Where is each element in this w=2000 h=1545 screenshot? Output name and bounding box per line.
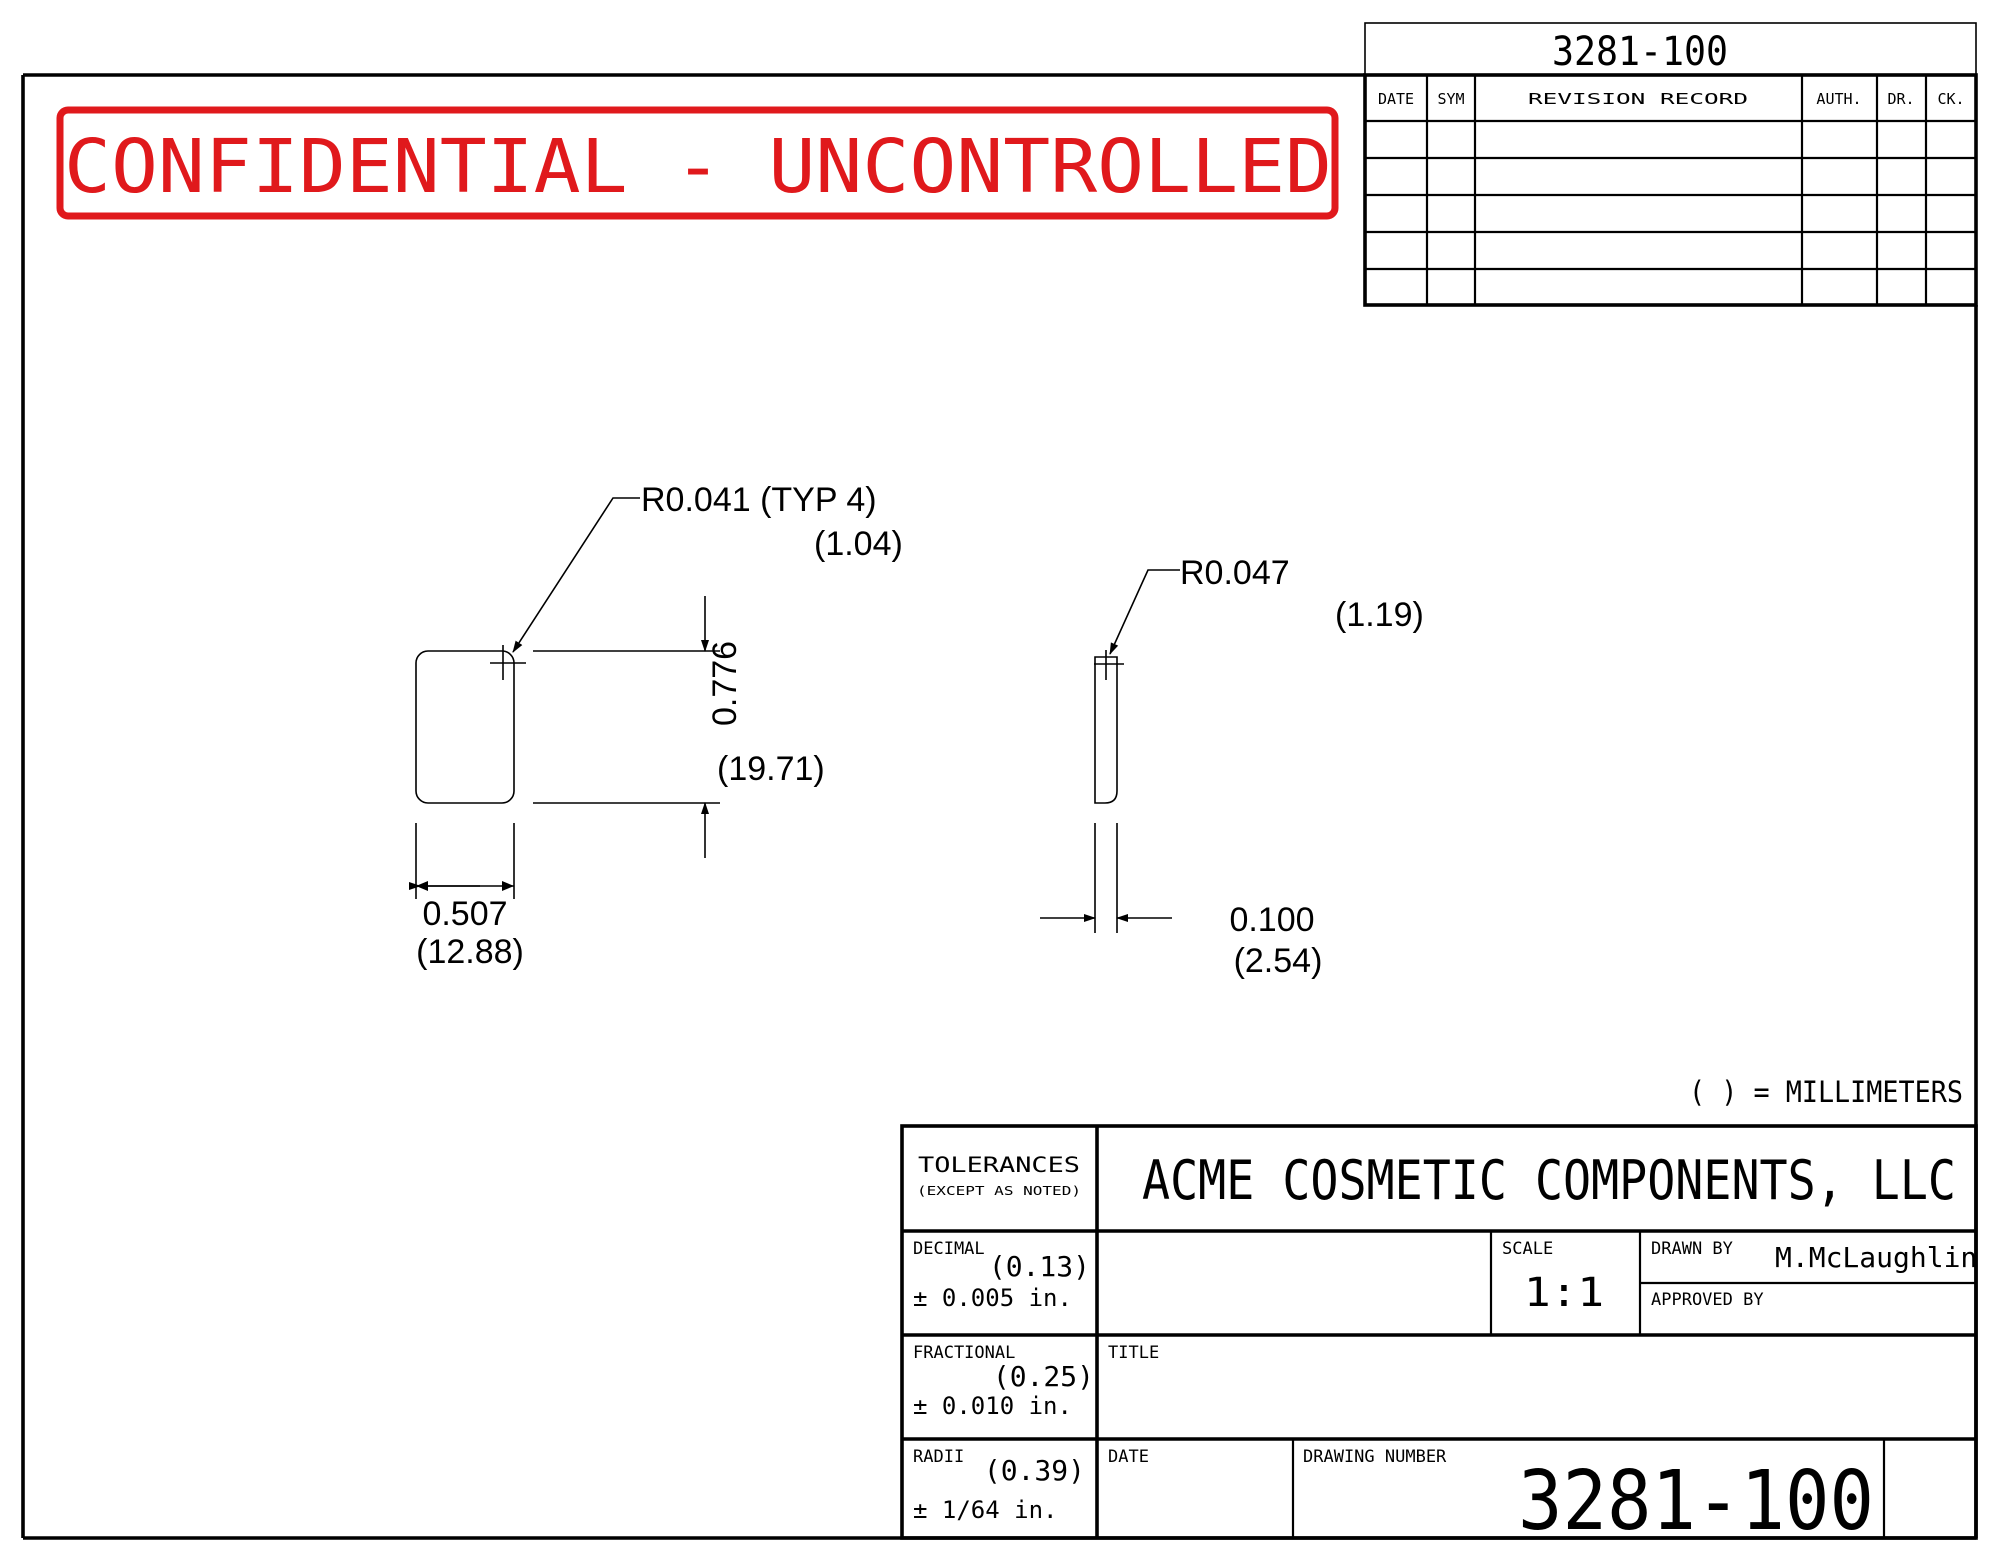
front-width-in: 0.507	[422, 895, 507, 933]
rev-header-date: DATE	[1378, 90, 1414, 108]
front-height-mm: (19.71)	[717, 750, 825, 788]
rev-header-dr: DR.	[1887, 90, 1914, 108]
drawing-number: 3281-100	[1518, 1454, 1874, 1545]
approved-by-label: APPROVED BY	[1651, 1290, 1764, 1310]
rev-header-ck: CK.	[1937, 90, 1964, 108]
side-thickness-mm: (2.54)	[1234, 942, 1323, 980]
front-radius-callout: R0.041 (TYP 4)	[641, 481, 877, 519]
side-radius-mm: (1.19)	[1335, 596, 1424, 634]
radii-value: ± 1/64 in.	[913, 1496, 1058, 1524]
side-view: R0.047 (1.19) 0.100 (2.54)	[1040, 554, 1424, 980]
confidential-stamp: CONFIDENTIAL - UNCONTROLLED	[56, 106, 1339, 220]
date-label: DATE	[1108, 1447, 1149, 1467]
tolerances-label: TOLERANCES	[918, 1153, 1080, 1177]
decimal-value: ± 0.005 in.	[913, 1284, 1072, 1312]
fractional-mm: (0.25)	[993, 1360, 1094, 1393]
units-note: ( ) = MILLIMETERS	[1689, 1075, 1963, 1109]
drawn-by-label: DRAWN BY	[1651, 1239, 1733, 1259]
drawing-number-label: DRAWING NUMBER	[1303, 1447, 1447, 1467]
rev-header-auth: AUTH.	[1816, 90, 1861, 108]
tolerances-sub: (EXCEPT AS NOTED)	[917, 1184, 1081, 1198]
top-drawing-number: 3281-100	[1552, 29, 1728, 75]
decimal-label: DECIMAL	[913, 1239, 985, 1259]
drawn-by-value: M.McLaughlin	[1775, 1241, 1977, 1274]
radii-mm: (0.39)	[984, 1454, 1085, 1487]
front-view: R0.041 (TYP 4) (1.04) 0.776 (19.71) 0.50…	[409, 481, 903, 971]
stamp-text: CONFIDENTIAL - UNCONTROLLED	[64, 124, 1332, 210]
rev-header-sym: SYM	[1437, 90, 1464, 108]
front-radius-mm: (1.04)	[814, 525, 903, 563]
top-number-box: 3281-100	[1364, 22, 1977, 76]
scale-value: 1:1	[1524, 1270, 1604, 1316]
scale-label: SCALE	[1502, 1239, 1553, 1259]
sheet-border	[21, 73, 1978, 1540]
fractional-value: ± 0.010 in.	[913, 1392, 1072, 1420]
front-width-mm: (12.88)	[416, 933, 524, 971]
front-height-in: 0.776	[706, 641, 744, 726]
fractional-label: FRACTIONAL	[913, 1343, 1015, 1363]
title-block: TOLERANCES (EXCEPT AS NOTED) ACME COSMET…	[900, 1124, 1978, 1545]
radii-label: RADII	[913, 1447, 964, 1467]
side-thickness-in: 0.100	[1229, 901, 1314, 939]
side-radius-callout: R0.047	[1180, 554, 1290, 592]
decimal-mm: (0.13)	[989, 1250, 1090, 1283]
revision-block: DATE SYM REVISION RECORD AUTH. DR. CK.	[1363, 73, 1978, 307]
rev-header-record: REVISION RECORD	[1528, 90, 1748, 108]
title-label: TITLE	[1108, 1343, 1159, 1363]
company-name: ACME COSMETIC COMPONENTS, LLC	[1142, 1149, 1956, 1212]
